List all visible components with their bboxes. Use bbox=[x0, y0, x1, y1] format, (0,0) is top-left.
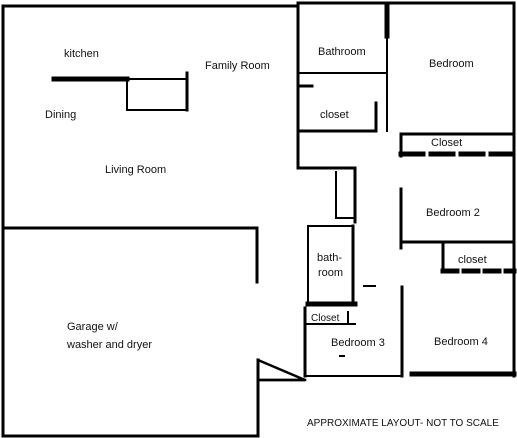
label-garage-line2: washer and dryer bbox=[66, 339, 152, 351]
label-garage-line1: Garage w/ bbox=[67, 321, 119, 333]
wall-house-outer bbox=[1, 4, 300, 230]
garage-entry-door bbox=[256, 358, 306, 382]
label-closet-4: Closet bbox=[311, 313, 340, 324]
label-bedroom: Bedroom bbox=[429, 58, 474, 70]
label-bath-room-line1: bath- bbox=[317, 252, 342, 264]
label-living-room: Living Room bbox=[105, 164, 166, 176]
label-family-room: Family Room bbox=[205, 60, 270, 72]
label-bedroom-2: Bedroom 2 bbox=[426, 207, 480, 219]
label-closet-3: closet bbox=[458, 254, 487, 266]
label-closet-1: closet bbox=[320, 109, 349, 121]
label-bath-room-line2: room bbox=[318, 267, 343, 279]
label-bedroom-3: Bedroom 3 bbox=[331, 337, 385, 349]
label-dining: Dining bbox=[45, 109, 76, 121]
label-bathroom: Bathroom bbox=[318, 46, 366, 58]
label-bedroom-4: Bedroom 4 bbox=[434, 336, 488, 348]
wall-garage bbox=[1, 226, 259, 284]
footnote: APPROXIMATE LAYOUT- NOT TO SCALE bbox=[307, 418, 499, 429]
room-labels: kitchen Family Room Dining Living Room B… bbox=[45, 46, 499, 429]
label-closet-2: Closet bbox=[431, 137, 462, 149]
label-kitchen: kitchen bbox=[64, 48, 99, 60]
